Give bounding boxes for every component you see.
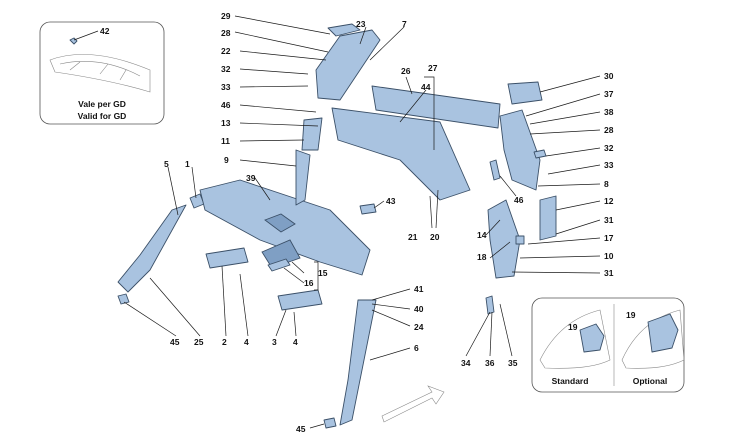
callout-24: 24 [414,322,424,332]
callout-46b: 46 [514,195,524,205]
callout-29: 29 [221,11,231,21]
callout-4a: 4 [244,337,249,347]
callout-19-standard: 19 [568,322,578,332]
callout-4b: 4 [293,337,298,347]
callout-44: 44 [421,82,431,92]
callout-35: 35 [508,358,518,368]
callout-33b: 33 [604,160,614,170]
callout-1: 1 [185,159,190,169]
callout-17: 17 [604,233,614,243]
callout-12: 12 [604,196,614,206]
callout-8: 8 [604,179,609,189]
callout-42: 42 [100,26,110,36]
b-pillar-trim [339,299,377,426]
callout-26: 26 [401,66,411,76]
callout-13: 13 [221,118,231,128]
gd-caption-it: Vale per GD [78,99,126,109]
vent-cover [539,195,557,241]
c-pillar-upper [315,29,381,101]
a-pillar-trim [117,204,187,293]
callout-45b: 45 [296,424,306,434]
callout-34: 34 [461,358,471,368]
side-panel-lower-right [487,199,521,279]
direction-arrow-icon [381,385,445,423]
callout-41: 41 [414,284,424,294]
callout-38: 38 [604,107,614,117]
callout-22: 22 [221,46,231,56]
callout-7: 7 [402,19,407,29]
sun-visor-right [277,289,323,311]
callout-46: 46 [221,100,231,110]
rear-panel [331,107,471,201]
inset-options: 19 19 Standard Optional [531,297,685,393]
side-panel-upper-right [499,109,541,191]
callout-23: 23 [356,19,366,29]
callout-14: 14 [477,230,487,240]
callout-40: 40 [414,304,424,314]
cover-30 [507,81,543,105]
leader-lines [123,15,601,429]
callout-37: 37 [604,89,614,99]
callout-2: 2 [222,337,227,347]
callout-3: 3 [272,337,277,347]
callout-15: 15 [318,268,328,278]
gd-caption-en: Valid for GD [78,111,127,121]
callout-45: 45 [170,337,180,347]
callout-27: 27 [428,63,438,73]
standard-caption: Standard [552,376,589,386]
callout-21: 21 [408,232,418,242]
callout-11: 11 [221,136,230,146]
optional-caption: Optional [633,376,667,386]
rear-parcel-shelf [371,85,501,129]
callout-20: 20 [430,232,440,242]
callout-6: 6 [414,343,419,353]
sun-visor-left [205,247,249,269]
callout-33: 33 [221,82,231,92]
callout-32: 32 [221,64,231,74]
callout-31b: 31 [604,268,614,278]
callout-16: 16 [304,278,314,288]
callout-labels: 5 1 29 28 22 32 33 46 13 11 9 39 23 7 26… [164,11,614,434]
bracket-15 [314,261,319,291]
callout-43: 43 [386,196,396,206]
callout-30: 30 [604,71,614,81]
callout-9: 9 [224,155,229,165]
callout-28: 28 [221,28,231,38]
callout-5: 5 [164,159,169,169]
callout-18: 18 [477,252,487,262]
parts [117,23,557,429]
callout-32b: 32 [604,143,614,153]
callout-19-optional: 19 [626,310,636,320]
callout-39: 39 [246,173,256,183]
callout-31: 31 [604,215,614,225]
callout-10: 10 [604,251,614,261]
callout-36: 36 [485,358,495,368]
callout-28b: 28 [604,125,614,135]
inset-gd: 42 Vale per GD Valid for GD [39,21,165,125]
callout-25: 25 [194,337,204,347]
